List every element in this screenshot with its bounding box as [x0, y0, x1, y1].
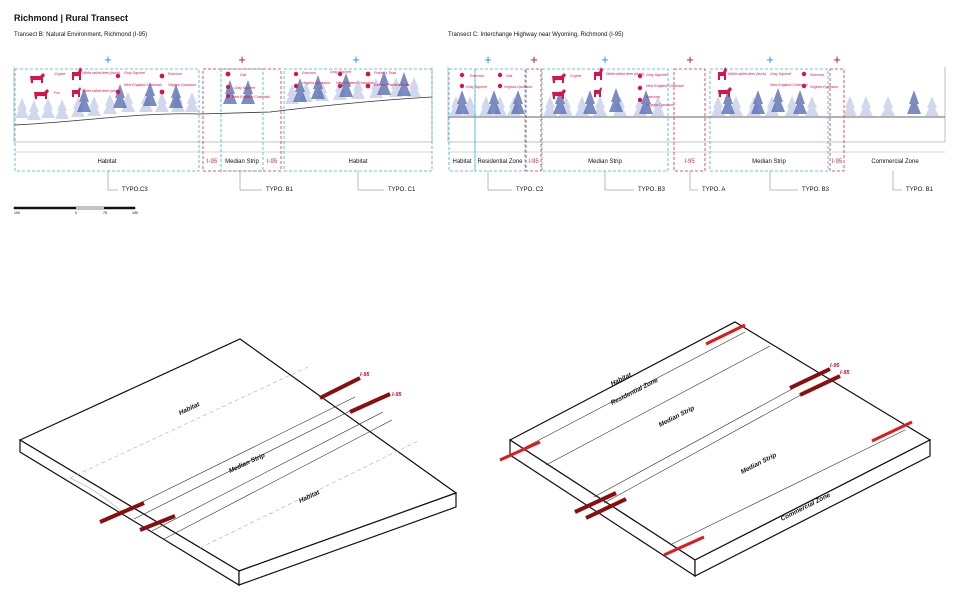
plus-icon: + — [833, 52, 841, 67]
transect-c-subtitle: Transect C: Interchange Highway near Wyo… — [448, 32, 624, 38]
scale-label: 75 — [103, 211, 107, 215]
animal-label: New England Cottontail — [770, 83, 808, 87]
animal-label: Coyote — [54, 72, 65, 76]
svg-text:+: + — [766, 52, 774, 67]
animal-label: White-tailed deer (buck) — [606, 72, 644, 76]
animal-icons — [30, 67, 371, 99]
animal-label: Raccoon — [470, 74, 484, 78]
animal-label: Raccoon — [646, 95, 660, 99]
road-label: I-95 — [830, 363, 840, 369]
plus-icon: + — [601, 52, 609, 67]
zone-label: I-95 — [266, 159, 278, 165]
typology-label: TYPO. C1 — [388, 187, 416, 193]
animal-label: White-tailed deer (buck) — [728, 72, 766, 76]
zone-label: Habitat — [97, 159, 117, 165]
animal-label: New England Cottontail — [336, 81, 374, 85]
plus-icon: + — [104, 52, 112, 67]
typology-label: TYPO.C3 — [122, 187, 148, 193]
plus-icon: + — [352, 52, 360, 67]
plus-icon: + — [686, 52, 694, 67]
animal-icons — [459, 67, 807, 103]
plus-icon: + — [766, 52, 774, 67]
transect-c-section: + + + + + + Raccoon Owl Gray Squirrel Vi… — [447, 52, 946, 191]
zone-label: I-95 — [831, 159, 843, 165]
zone-label: Median Strip — [588, 159, 622, 165]
typology-label: TYPO. B3 — [802, 187, 830, 193]
svg-text:+: + — [238, 52, 246, 67]
zone-label: Residential Zone — [477, 159, 523, 165]
animal-label: New England Cottontail — [124, 83, 162, 87]
svg-text:+: + — [833, 52, 841, 67]
animal-label: Virginia Opossum — [504, 85, 532, 89]
iso-diagram-left: Habitat Median Strip Habitat I-95 I-95 — [18, 338, 458, 587]
plus-icon: + — [530, 52, 538, 67]
animal-label: New England Cottontail — [232, 95, 270, 99]
iso-diagram-right: Habitat Residential Zone Median Strip Me… — [499, 321, 932, 578]
typology-label: TYPO. B1 — [266, 187, 294, 193]
animal-label: Gray Squirrel — [234, 86, 255, 90]
animal-label: Owl — [506, 74, 512, 78]
scale-bar: 100 0 75 150 — [13, 206, 138, 215]
scale-label: 0 — [75, 211, 77, 215]
animal-label: Fox — [54, 91, 60, 95]
transect-b-subtitle: Transect B: Natural Environment, Richmon… — [14, 32, 148, 38]
zone-label: Median Strip — [225, 159, 259, 165]
zone-label: Habitat — [348, 159, 368, 165]
animal-label: Fowler's Toad — [374, 71, 397, 75]
typology-label: TYPO. B1 — [906, 187, 934, 193]
scale-label: 100 — [14, 211, 20, 215]
plus-icon: + — [238, 52, 246, 67]
animal-label: Gray Squirrel — [646, 73, 667, 77]
animal-label: Raccoon — [168, 72, 182, 76]
typology-label: TYPO. C2 — [516, 187, 544, 193]
animal-label: Gray Squirrel — [770, 72, 791, 76]
zone-label: I-95 — [528, 159, 539, 165]
typology-label: TYPO. B3 — [638, 187, 666, 193]
animal-label: Gray Squirrel — [124, 71, 145, 75]
svg-text:+: + — [104, 52, 112, 67]
animal-label: Virginia Opossum — [810, 85, 838, 89]
typology-label: TYPO. A — [702, 187, 726, 193]
animal-label: New England Cottontail — [646, 84, 684, 88]
svg-text:+: + — [686, 52, 694, 67]
zone-label: Median Strip — [752, 159, 786, 165]
animal-label: Eastern Painted Turtle — [374, 83, 410, 87]
road-label: I-95 — [392, 392, 402, 398]
zone-label: I-95 — [684, 159, 695, 165]
animal-label: Coyote — [570, 74, 581, 78]
animal-label: Virginia Opossum — [646, 103, 674, 107]
zone-label: I-95 — [206, 159, 218, 165]
animal-label: White-tailed deer (doe) — [82, 89, 119, 93]
animal-label: Gray Squirrel — [330, 70, 351, 74]
zone-label: Commercial Zone — [871, 159, 919, 165]
scale-label: 150 — [132, 211, 138, 215]
animal-label: Virginia Opossum — [168, 83, 196, 87]
animal-label: Raccoon — [302, 71, 316, 75]
page-title: Richmond | Rural Transect — [14, 13, 129, 23]
svg-text:+: + — [352, 52, 360, 67]
transect-b-section: + + + Coyote White-tailed deer (buck) Gr… — [13, 52, 433, 191]
svg-text:+: + — [484, 52, 492, 67]
animal-label: Raccoon — [810, 73, 824, 77]
animal-label: Owl — [240, 73, 246, 77]
animal-label: White-tailed deer (buck) — [82, 71, 120, 75]
road-label: I-95 — [840, 370, 850, 376]
svg-text:+: + — [530, 52, 538, 67]
svg-text:+: + — [601, 52, 609, 67]
plus-icon: + — [484, 52, 492, 67]
zone-label: Habitat — [452, 159, 472, 165]
animal-label: Virginia Opossum — [302, 81, 330, 85]
road-label: I-95 — [360, 372, 370, 378]
animal-label: Gray Squirrel — [466, 85, 487, 89]
